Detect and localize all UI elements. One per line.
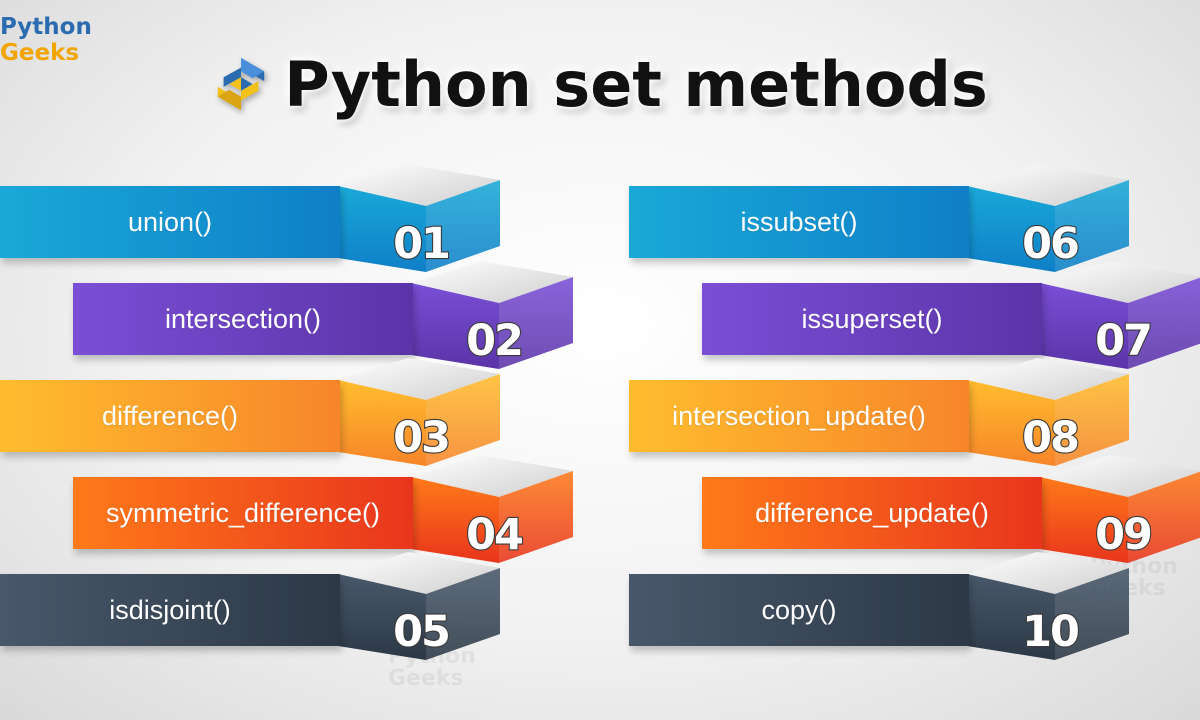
method-strip: copy() <box>629 574 969 646</box>
block-right-face <box>426 568 500 660</box>
method-item-05: 05 isdisjoint() <box>0 548 500 668</box>
method-label: copy() <box>761 594 837 625</box>
block-top-face <box>967 552 1129 594</box>
method-strip: intersection() <box>73 283 413 355</box>
method-strip: intersection_update() <box>629 380 969 452</box>
block-top-face <box>411 261 573 303</box>
block-left-face <box>967 186 1055 272</box>
method-item-02: 02 intersection() <box>73 257 573 377</box>
method-item-04: 04 symmetric_difference() <box>73 451 573 571</box>
block-top-face <box>967 358 1129 400</box>
number-block: 10 <box>967 552 1129 660</box>
block-right-face <box>426 180 500 272</box>
number-block: 01 <box>338 164 500 272</box>
method-label: difference() <box>101 400 239 431</box>
brand-line-1: Python <box>0 14 92 40</box>
number-block: 09 <box>1040 455 1200 563</box>
method-strip: issubset() <box>629 186 969 258</box>
block-top-face <box>338 358 500 400</box>
method-strip: difference_update() <box>702 477 1042 549</box>
method-item-06: 06 issubset() <box>629 160 1129 280</box>
block-top-face <box>1040 261 1200 303</box>
method-strip: isdisjoint() <box>0 574 340 646</box>
method-label: issubset() <box>740 206 858 237</box>
method-strip: union() <box>0 186 340 258</box>
block-left-face <box>411 283 499 369</box>
number-block: 06 <box>967 164 1129 272</box>
brand-line-2: Geeks <box>0 40 80 66</box>
item-number: 02 <box>466 316 522 366</box>
block-top-face <box>338 552 500 594</box>
block-left-face <box>967 380 1055 466</box>
block-top-face <box>338 164 500 206</box>
block-right-face <box>1128 471 1200 563</box>
method-label: difference_update() <box>755 497 989 528</box>
block-left-face <box>1040 283 1128 369</box>
item-number: 03 <box>393 413 449 463</box>
item-number: 06 <box>1022 219 1078 269</box>
block-left-face <box>967 574 1055 660</box>
method-strip: symmetric_difference() <box>73 477 413 549</box>
block-right-face <box>1055 180 1129 272</box>
block-right-face <box>499 471 573 563</box>
block-top-face <box>411 455 573 497</box>
method-label: symmetric_difference() <box>105 497 381 528</box>
block-top-face <box>1040 455 1200 497</box>
number-block: 07 <box>1040 261 1200 369</box>
block-left-face <box>411 477 499 563</box>
method-label: intersection_update() <box>672 400 926 431</box>
method-item-08: 08 intersection_update() <box>629 354 1129 474</box>
block-left-face <box>1040 477 1128 563</box>
block-right-face <box>499 277 573 369</box>
page-title: Python set methods <box>284 47 988 121</box>
number-block: 03 <box>338 358 500 466</box>
block-right-face <box>1055 374 1129 466</box>
number-block: 05 <box>338 552 500 660</box>
python-geeks-logo-icon <box>218 57 265 111</box>
block-right-face <box>1055 568 1129 660</box>
method-strip: difference() <box>0 380 340 452</box>
item-number: 01 <box>393 219 449 269</box>
item-number: 10 <box>1022 607 1078 657</box>
number-block: 04 <box>411 455 573 563</box>
watermark-line-2: Geeks <box>388 666 464 691</box>
method-strip: issuperset() <box>702 283 1042 355</box>
method-label: issuperset() <box>801 303 943 334</box>
block-right-face <box>426 374 500 466</box>
number-block: 08 <box>967 358 1129 466</box>
method-item-09: 09 difference_update() <box>702 451 1200 571</box>
page-header: Python set methods <box>0 44 1200 124</box>
block-left-face <box>338 186 426 272</box>
block-left-face <box>338 574 426 660</box>
brand-logo: Python Geeks <box>0 14 92 66</box>
item-number: 05 <box>393 607 449 657</box>
method-label: intersection() <box>164 303 322 334</box>
block-right-face <box>1128 277 1200 369</box>
item-number: 07 <box>1095 316 1151 366</box>
method-item-01: 01 union() <box>0 160 500 280</box>
method-label: isdisjoint() <box>109 594 231 625</box>
item-number: 08 <box>1022 413 1078 463</box>
method-item-10: 10 copy() <box>629 548 1129 668</box>
number-block: 02 <box>411 261 573 369</box>
block-left-face <box>338 380 426 466</box>
method-item-03: 03 difference() <box>0 354 500 474</box>
method-label: union() <box>127 206 213 237</box>
block-top-face <box>967 164 1129 206</box>
item-number: 04 <box>466 510 522 560</box>
item-number: 09 <box>1095 510 1151 560</box>
method-item-07: 07 issuperset() <box>702 257 1200 377</box>
